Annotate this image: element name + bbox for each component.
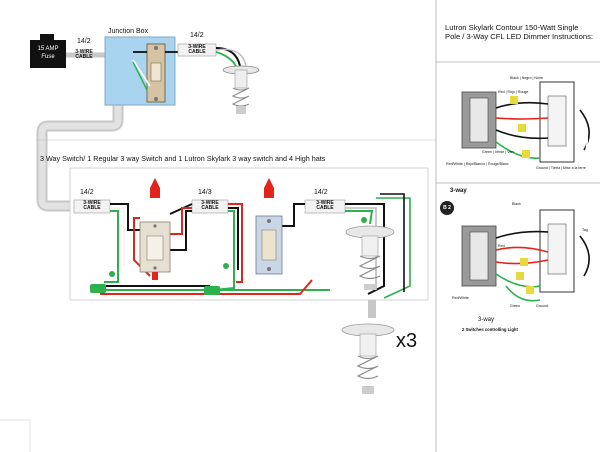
junction-box-title: Junction Box — [108, 28, 149, 35]
wire-nut-green — [90, 284, 106, 293]
multiplier-label: x3 — [396, 330, 418, 352]
caption-sub: 2 Switches controlling Light — [462, 327, 518, 332]
caption-main: 3-way — [478, 317, 495, 323]
wire-label: Green — [510, 304, 520, 308]
three-way-heading: 3-way — [450, 188, 467, 194]
instructions-title: Lutron Skylark Contour 150-Watt Single P… — [445, 23, 593, 41]
section-title: 3 Way Switch/ 1 Regular 3 way Switch and… — [40, 154, 326, 163]
cable-label: 3-WIRE CABLE — [188, 44, 206, 55]
instruction-diagram-bottom — [461, 209, 590, 302]
wire-label: Black — [512, 202, 521, 206]
light-fixture — [345, 225, 395, 290]
cable-label: 3-WIRE CABLE — [201, 200, 219, 211]
wire-nut-green — [204, 286, 220, 295]
cable-label: 3-WIRE CABLE — [75, 49, 93, 60]
wire-label: Ground — [536, 304, 548, 308]
cable-label: 3-WIRE CABLE — [83, 200, 101, 211]
wire-nut-red — [152, 272, 158, 280]
instruction-diagram-top — [461, 81, 590, 163]
awg-label: 14/2 — [80, 189, 94, 196]
wire-label: Tag — [582, 228, 588, 232]
awg-label: 14/2 — [77, 38, 91, 45]
awg-label: 14/2 — [314, 189, 328, 196]
cable-label: 3-WIRE CABLE — [316, 200, 334, 211]
lutron-skylark-switch — [255, 178, 283, 275]
awg-label: 14/2 — [190, 32, 204, 39]
wire-label: Red/White | Rojo/Blanco | Rouge/Blanc — [446, 162, 509, 166]
step-badge: B 2 — [440, 201, 454, 215]
wire-label: Red — [498, 244, 505, 248]
top-light-fixture — [222, 65, 260, 114]
fuse-box — [30, 40, 66, 68]
wire-label: Red/White — [452, 296, 469, 300]
wire-label: Green | Verde | Vert — [482, 150, 514, 154]
light-fixture — [341, 323, 395, 394]
wire-label: Black | Negro | Noire — [510, 76, 544, 80]
awg-label: 14/3 — [198, 189, 212, 196]
wire-label: Ground | Tierra | Mise à la terre — [536, 166, 586, 170]
wire-label: Red | Rojo | Rouge — [498, 90, 529, 94]
fuse-label: 15 AMP Fuse — [37, 46, 59, 60]
